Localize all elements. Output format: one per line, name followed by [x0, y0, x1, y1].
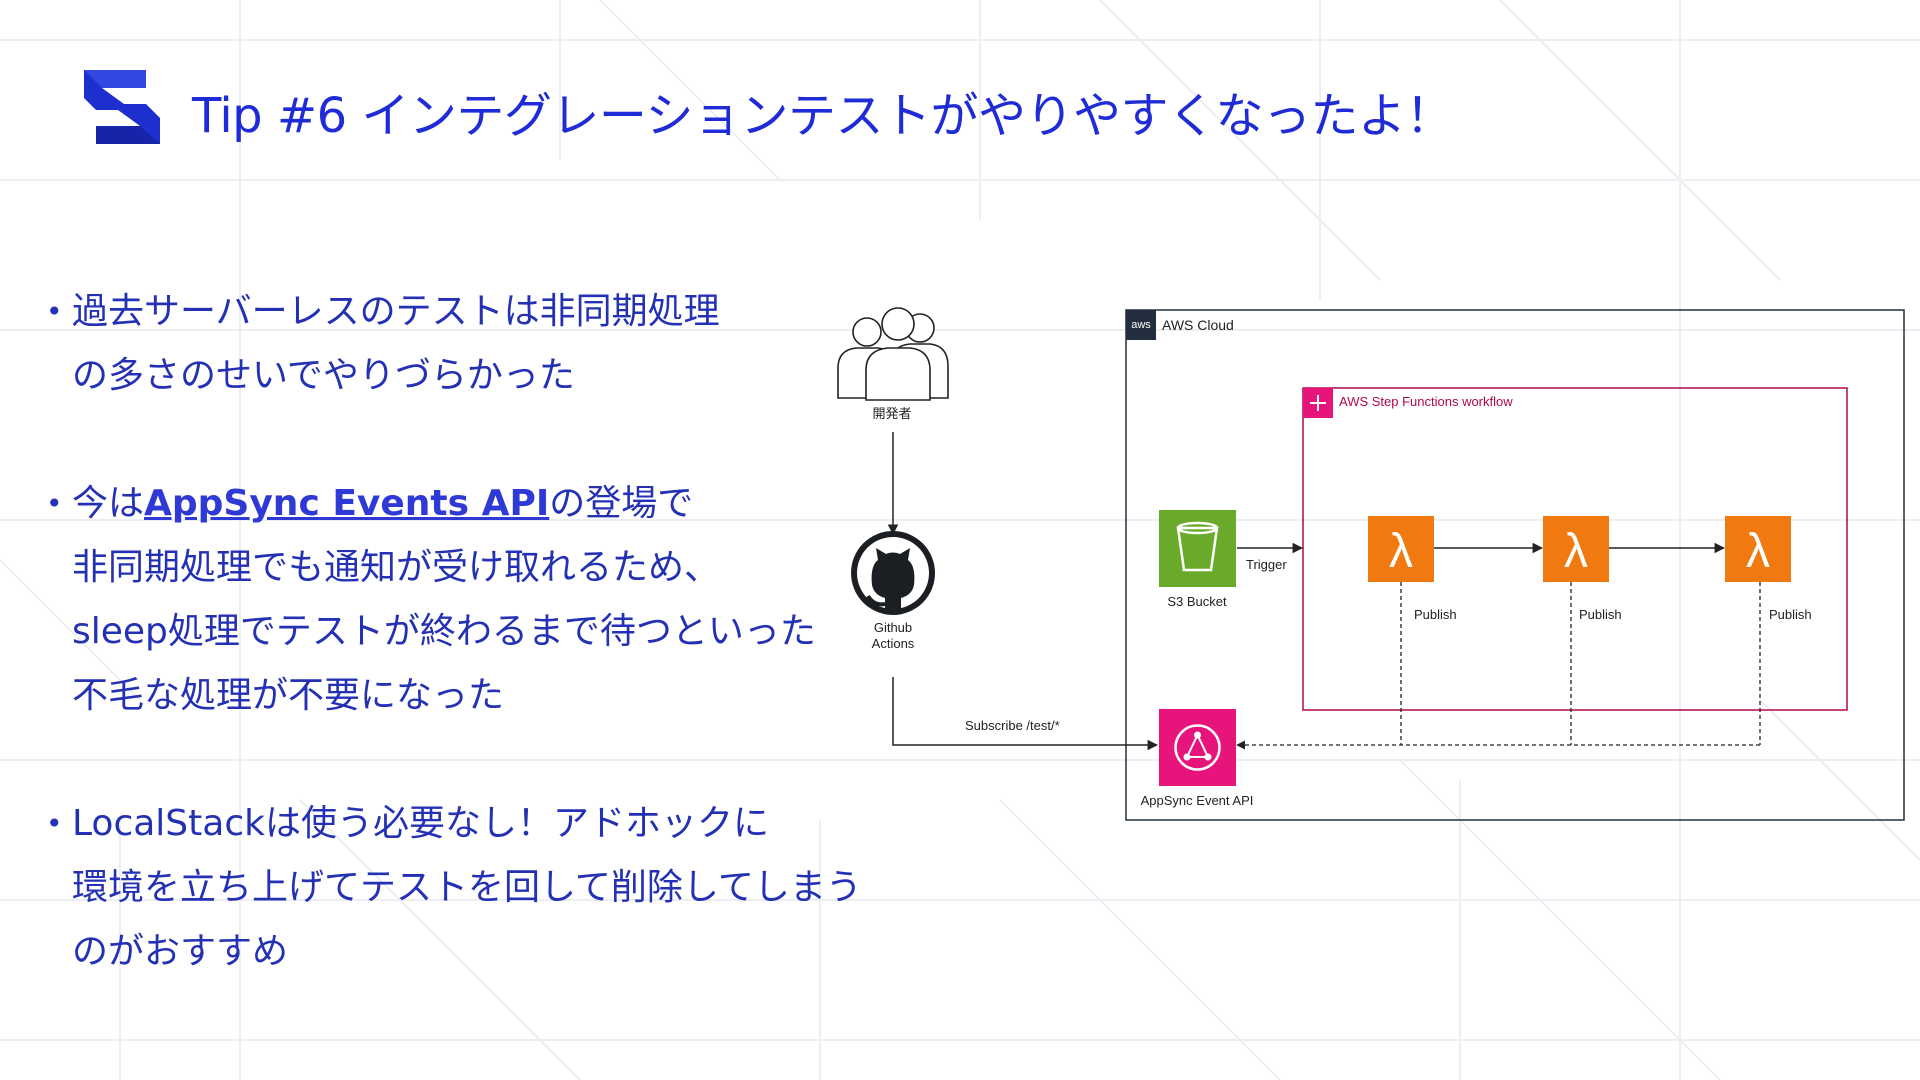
s3-bucket-label: S3 Bucket: [1167, 594, 1227, 609]
bullet-item-1: • 過去サーバーレスのテストは非同期処理 の多さのせいでやりづらかった: [42, 280, 902, 408]
bullet-dot: •: [46, 487, 63, 520]
appsync-icon: [1159, 709, 1236, 786]
github-label-line2: Actions: [872, 636, 915, 651]
aws-logo-icon: [1126, 310, 1156, 340]
publish-dashed-lines: [1236, 582, 1761, 750]
bullet-text: の多さのせいでやりづらかった: [72, 355, 575, 396]
lambda-symbol-1: λ: [1389, 525, 1413, 578]
bullet-text: sleep処理でテストが終わるまで待つといった: [72, 611, 816, 652]
bullet-text: 環境を立ち上げてテストを回して削除してしまう: [72, 867, 862, 908]
aws-logo-text: aws: [1131, 319, 1151, 331]
page-title: Tip #6 インテグレーションテストがやりやすくなったよ！: [192, 88, 1453, 144]
bullet-text: LocalStackは使う必要なし！アドホックに: [72, 803, 769, 844]
subscribe-arrow: [892, 677, 1159, 751]
developer-label: 開発者: [872, 406, 911, 421]
bullet-list: • 過去サーバーレスのテストは非同期処理 の多さのせいでやりづらかった • 今は…: [42, 280, 902, 1048]
lambda-icon-1: [1368, 516, 1434, 582]
logo: [84, 70, 160, 144]
appsync-label: AppSync Event API: [1141, 793, 1254, 808]
bullet-item-3: • LocalStackは使う必要なし！アドホックに 環境を立ち上げてテストを回…: [42, 792, 902, 984]
bullet-suffix: の登場で: [549, 483, 694, 524]
subscribe-label: Subscribe /test/*: [965, 718, 1060, 733]
bullet-text: 過去サーバーレスのテストは非同期処理: [72, 291, 720, 332]
trigger-label: Trigger: [1246, 557, 1287, 572]
bullet-item-2: • 今はAppSync Events APIの登場で 非同期処理でも通知が受け取…: [42, 472, 902, 728]
github-icon: [851, 531, 935, 615]
github-label-line1: Github: [874, 620, 912, 635]
bullet-text: 非同期処理でも通知が受け取れるため、: [72, 547, 721, 588]
aws-cloud-container: [1125, 309, 1905, 821]
bullet-prefix: 今は: [72, 483, 145, 524]
lambda-symbol-2: λ: [1564, 525, 1588, 578]
bullet-text: 不毛な処理が不要になった: [72, 675, 505, 716]
aws-cloud-label: AWS Cloud: [1162, 317, 1234, 333]
lambda-icon-2: [1543, 516, 1609, 582]
developer-icon: [837, 307, 949, 401]
publish-label-2: Publish: [1579, 607, 1622, 622]
bullet-text: のがおすすめ: [72, 931, 289, 972]
appsync-events-api-link[interactable]: AppSync Events API: [144, 483, 550, 524]
bullet-dot: •: [46, 807, 63, 840]
lambda-icon-3: [1725, 516, 1791, 582]
publish-label-3: Publish: [1769, 607, 1812, 622]
lambda-symbol-3: λ: [1746, 525, 1770, 578]
step-functions-label: AWS Step Functions workflow: [1339, 394, 1513, 409]
bullet-dot: •: [46, 295, 63, 328]
publish-label-1: Publish: [1414, 607, 1457, 622]
s3-bucket-icon: [1159, 510, 1236, 587]
bullet-text-first-line: 今はAppSync Events APIの登場で: [72, 472, 902, 536]
